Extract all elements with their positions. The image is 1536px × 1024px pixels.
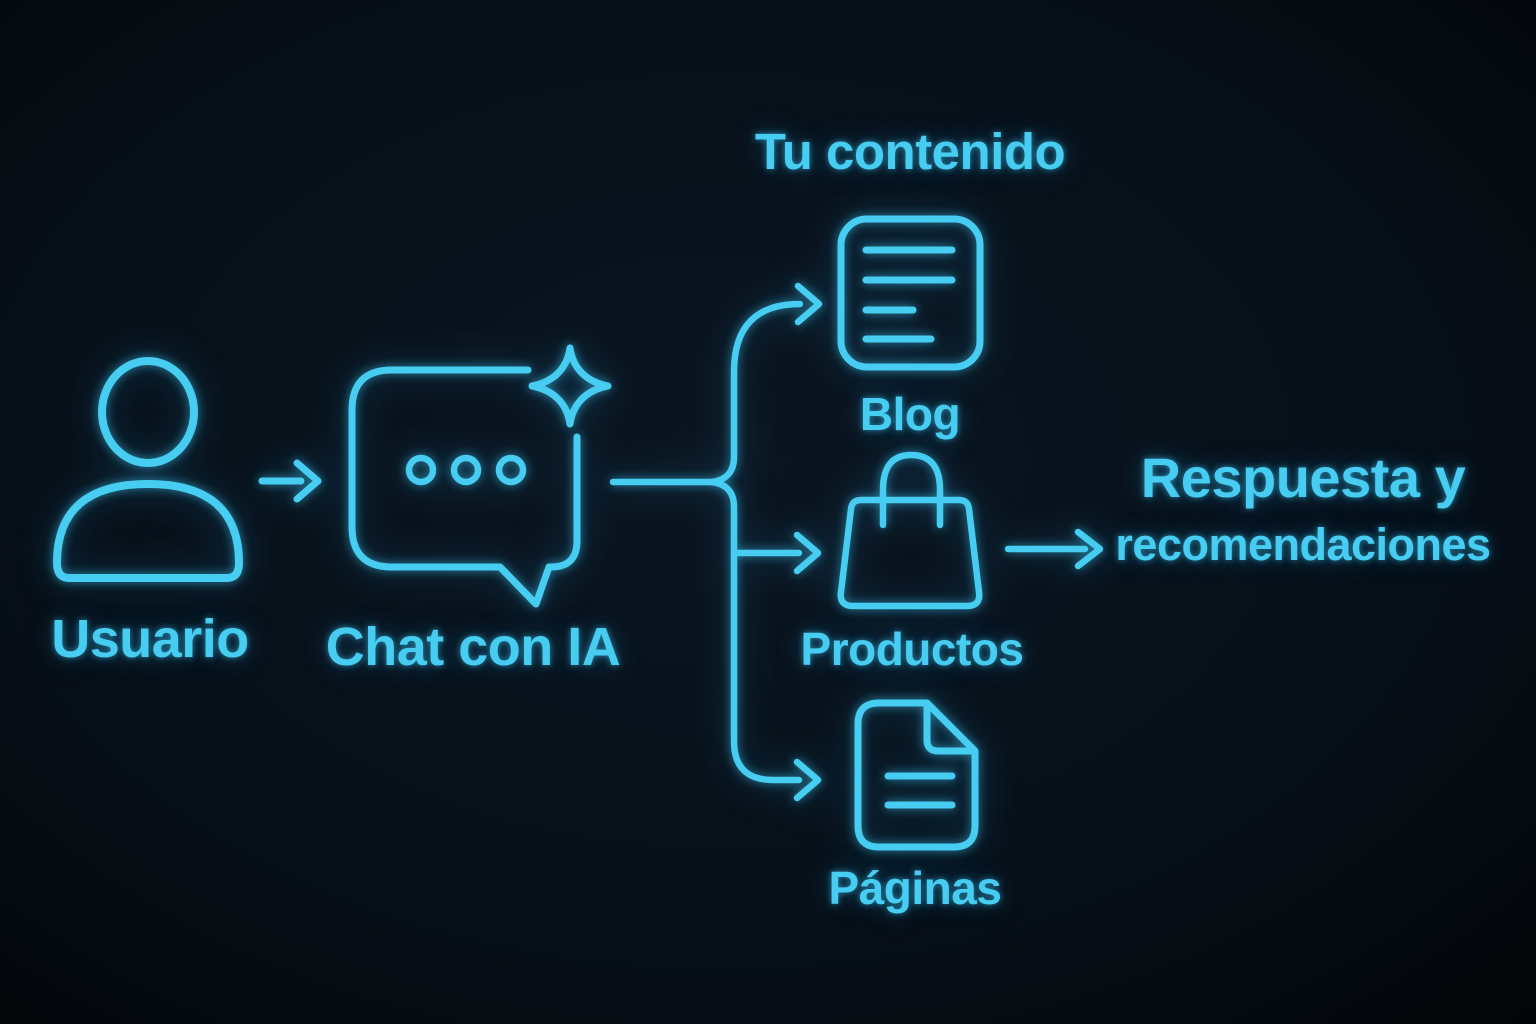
blog-label: Blog [859, 388, 961, 440]
branch-to-productos-arrow [730, 531, 822, 575]
arrowhead-icon [793, 531, 822, 575]
typing-dot [450, 454, 482, 486]
chat-label: Chat con IA [325, 617, 621, 677]
document-lines-icon [837, 215, 984, 371]
user-head [98, 357, 198, 467]
chat-to-content-connector [609, 282, 823, 802]
user-icon [53, 357, 243, 582]
typing-dot [405, 454, 437, 486]
arrowhead-icon [794, 282, 823, 326]
paginas-label: Páginas [828, 862, 1002, 914]
arrowhead-icon [1074, 528, 1104, 570]
typing-dot [495, 454, 527, 486]
user-shoulders [53, 480, 243, 582]
branch-to-paginas-arrow [708, 478, 822, 802]
bag-body [837, 496, 983, 610]
branch-to-blog-arrow [708, 282, 823, 486]
chat-bubble-outline [348, 366, 581, 608]
arrowhead-icon [793, 758, 822, 802]
typing-dots [405, 454, 527, 486]
content-group-title: Tu contenido [754, 123, 1066, 180]
page-outline [854, 699, 979, 851]
output-label-line1: Respuesta y [1140, 446, 1466, 509]
document-outline [837, 215, 984, 371]
output-label-line2: recomendaciones [1115, 519, 1491, 570]
arrowhead-icon [293, 459, 322, 503]
content-to-output-arrow [1004, 528, 1104, 570]
shopping-bag-icon [837, 451, 983, 610]
productos-label: Productos [800, 623, 1024, 675]
bag-handle [879, 451, 944, 529]
user-to-chat-arrow [258, 459, 322, 503]
page-fold [923, 702, 975, 755]
sparkle-icon [528, 344, 612, 428]
chat-bubble-sparkle-icon [348, 344, 612, 608]
page-folded-corner-icon [854, 699, 979, 851]
output-label: Respuesta y recomendaciones [1115, 446, 1491, 570]
user-label: Usuario [51, 609, 249, 669]
